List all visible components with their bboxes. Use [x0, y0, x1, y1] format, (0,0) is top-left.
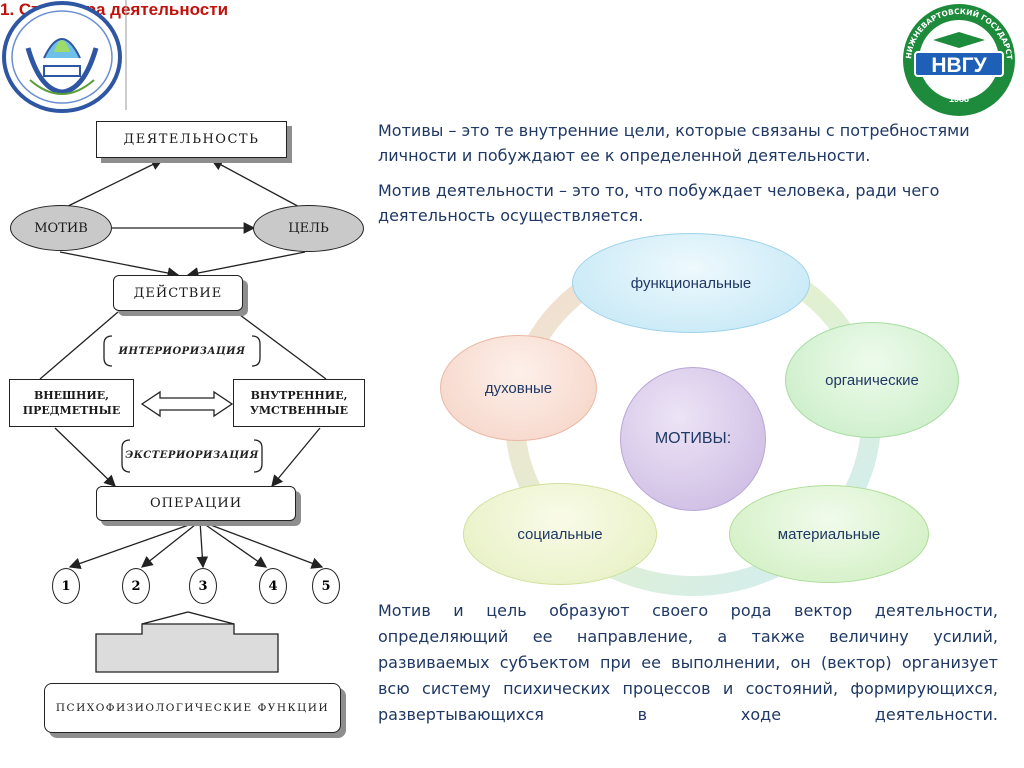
nvgu-logo: НИЖНЕВАРТОВСКИЙ ГОСУДАРСТВЕННЫЙ УНИВЕРСИ… [889, 0, 1023, 118]
action-label: ДЕЙСТВИЕ [133, 285, 223, 301]
motives-center-circle: МОТИВЫ: [620, 367, 766, 511]
motive-organic-label: органические [825, 371, 919, 389]
logo-abbr: НВГУ [931, 54, 987, 77]
motive-material: материальные [729, 485, 929, 583]
activity-label: ДЕЯТЕЛЬНОСТЬ [123, 132, 260, 147]
motive-label: МОТИВ [34, 220, 88, 236]
goal-ellipse: ЦЕЛЬ [253, 205, 364, 252]
logo-year: 1988 [949, 94, 969, 104]
goal-label: ЦЕЛЬ [288, 221, 329, 236]
interiorization-label: ИНТЕРИОРИЗАЦИЯ [118, 345, 246, 357]
motive-spiritual-label: духовные [484, 379, 553, 397]
motive-social-label: социальные [517, 525, 603, 543]
definition-motives: Мотивы – это те внутренние цели, которые… [378, 121, 970, 165]
university-emblem-logo [0, 0, 128, 114]
motive-functional-label: функциональные [630, 274, 752, 292]
psychophysiological-functions-box: ПСИХОФИЗИОЛОГИЧЕСКИЕ ФУНКЦИИ [44, 683, 341, 733]
operation-number-1: 1 [52, 568, 80, 604]
definition-activity-motive: Мотив деятельности – это то, что побужда… [378, 181, 940, 225]
action-box: ДЕЙСТВИЕ [113, 275, 243, 311]
internal-label: ВНУТРЕННИЕ, УМСТВЕННЫЕ [249, 389, 349, 417]
motive-spiritual: духовные [440, 335, 597, 441]
motive-functional: функциональные [572, 233, 810, 333]
operations-box: ОПЕРАЦИИ [96, 486, 296, 521]
motive-material-label: материальные [777, 525, 881, 543]
exteriorization-label: ЭКСТЕРИОРИЗАЦИЯ [125, 449, 259, 461]
internal-actions-box: ВНУТРЕННИЕ, УМСТВЕННЫЕ [233, 379, 365, 427]
operations-label: ОПЕРАЦИИ [149, 496, 243, 511]
psychophysiological-label: ПСИХОФИЗИОЛОГИЧЕСКИЕ ФУНКЦИИ [55, 702, 330, 714]
operation-number-5: 5 [312, 568, 340, 604]
structure-connectors [39, 159, 327, 673]
operation-number-2: 2 [122, 568, 150, 604]
operation-number-3: 3 [189, 568, 217, 604]
motive-social: социальные [463, 483, 657, 585]
external-label: ВНЕШНИЕ, ПРЕДМЕТНЫЕ [22, 389, 121, 417]
motives-center-label: МОТИВЫ: [654, 430, 732, 447]
motive-goal-vector-text: Мотив и цель образуют своего рода вектор… [378, 601, 998, 724]
operation-number-4: 4 [259, 568, 287, 604]
external-actions-box: ВНЕШНИЕ, ПРЕДМЕТНЫЕ [9, 379, 134, 427]
motive-organic: органические [785, 322, 959, 438]
activity-box: ДЕЯТЕЛЬНОСТЬ [96, 121, 287, 158]
motive-ellipse: МОТИВ [10, 205, 112, 251]
